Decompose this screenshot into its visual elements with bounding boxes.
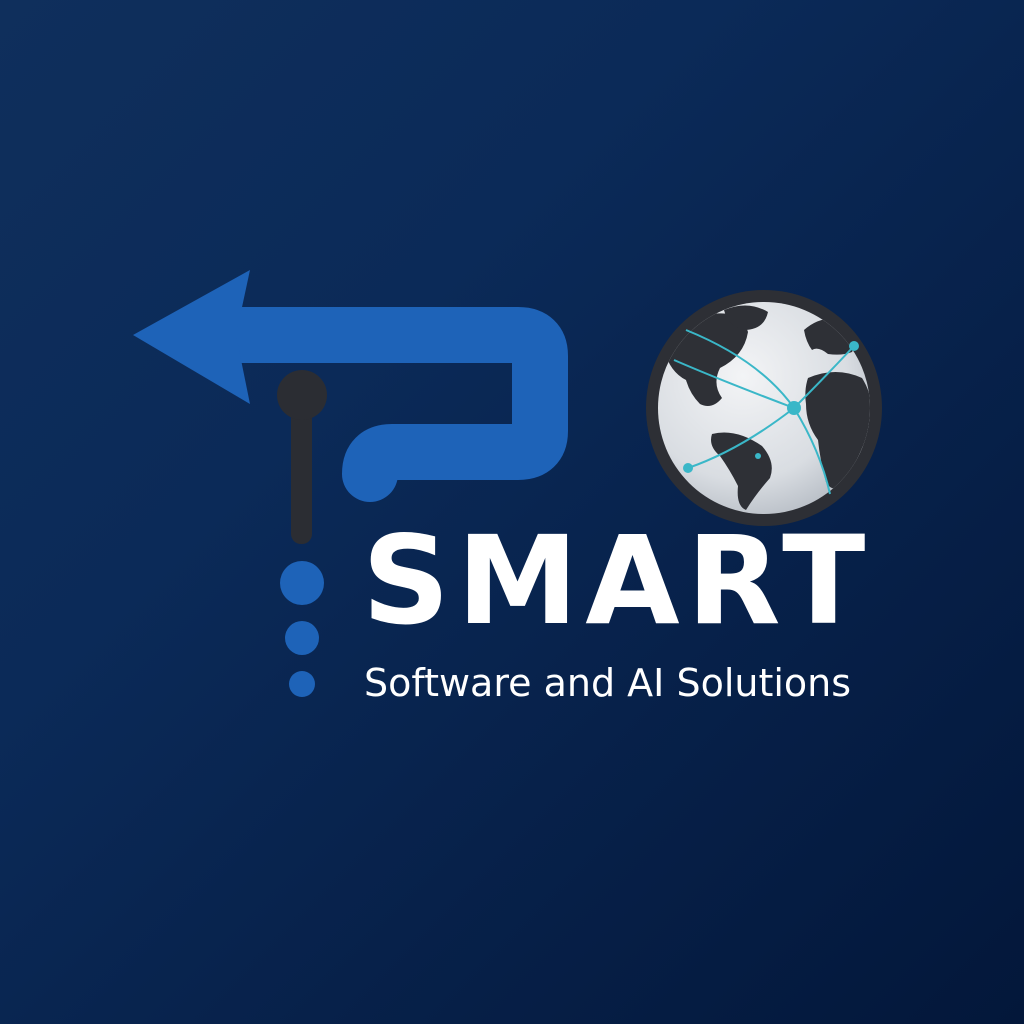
globe-icon [646,290,882,526]
brand-name: SMART [362,510,873,652]
dotted-pin-icon [280,561,324,697]
pin-icon [277,370,327,544]
back-arrow-icon [133,270,568,502]
tagline: Software and AI Solutions [364,661,852,705]
